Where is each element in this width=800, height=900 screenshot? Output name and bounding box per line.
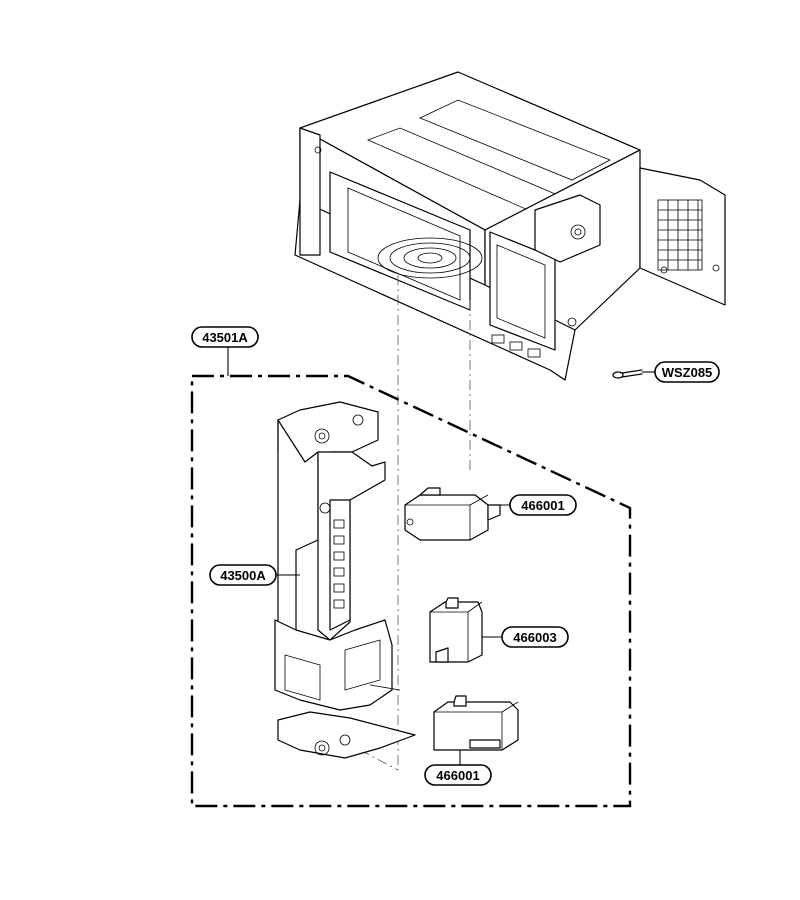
leader-lines — [227, 346, 655, 765]
callout-43501a-label: 43501A — [202, 330, 248, 345]
latch-board — [274, 401, 416, 759]
callout-wsz085-label: WSZ085 — [662, 365, 713, 380]
callout-43500a-label: 43500A — [220, 568, 266, 583]
callout-43501a: 43501A — [191, 326, 259, 348]
callout-wsz085: WSZ085 — [654, 361, 720, 383]
switch-bottom — [433, 695, 519, 751]
callout-466001-top: 466001 — [509, 494, 577, 516]
callout-466001-bottom-label: 466001 — [436, 768, 479, 783]
switch-middle — [429, 597, 483, 663]
callout-466001-bottom: 466001 — [424, 764, 492, 786]
callout-466003: 466003 — [501, 626, 569, 648]
callout-466003-label: 466003 — [513, 630, 556, 645]
microwave-cavity — [294, 71, 726, 381]
assembly-boundary — [190, 374, 632, 808]
callout-43500a: 43500A — [209, 564, 277, 586]
screw — [612, 369, 643, 379]
callout-466001-top-label: 466001 — [521, 498, 564, 513]
switch-top — [404, 487, 501, 541]
alignment-guides — [359, 275, 471, 771]
